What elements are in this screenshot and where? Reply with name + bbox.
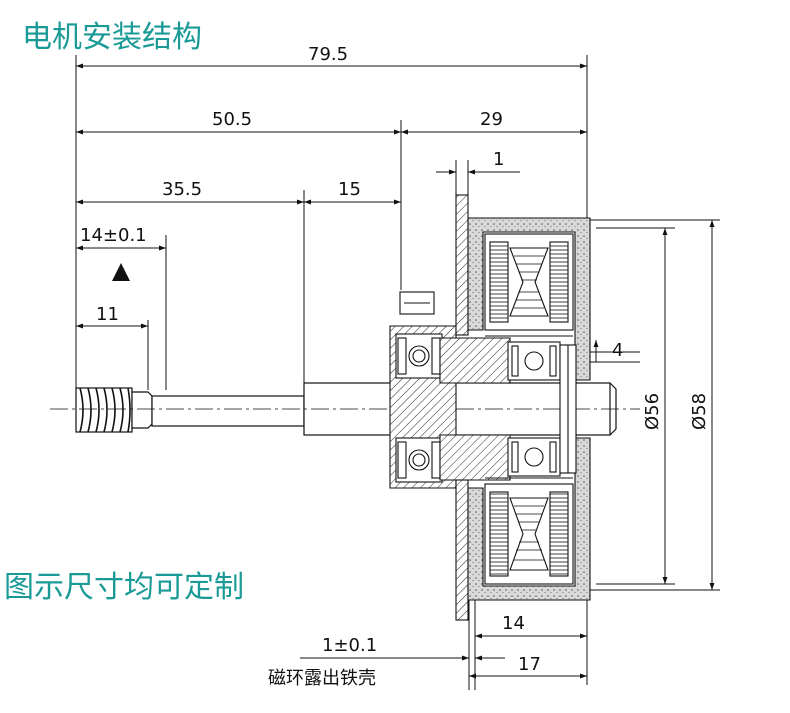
dim-11: 11 <box>96 304 119 325</box>
coil-right-bottom <box>549 491 569 577</box>
dim-overall: 79.5 <box>308 44 348 65</box>
outer-shell <box>467 217 591 601</box>
dim-17: 17 <box>518 654 541 675</box>
datum-triangle-icon <box>112 263 130 281</box>
stator-bottom <box>484 477 574 585</box>
dim-35-5: 35.5 <box>162 179 202 200</box>
dia-56: Ø56 <box>642 393 663 430</box>
coil-right-top <box>549 241 569 323</box>
dim-50-5: 50.5 <box>212 109 252 130</box>
dim-4: 4 <box>612 340 623 361</box>
heading-top: 电机安装结构 <box>22 20 202 55</box>
dim-29: 29 <box>480 109 503 130</box>
dim-14-bottom: 14 <box>502 613 525 634</box>
dim-1-tolerance: 1±0.1 <box>322 635 377 656</box>
dim-1-top: 1 <box>493 149 504 170</box>
rotor-hub <box>439 337 561 481</box>
callout-magnet-ring-note: 磁环露出铁壳 <box>268 668 376 689</box>
coil-left-bottom <box>489 491 509 577</box>
stator-top <box>484 233 574 337</box>
dim-14-tolerance: 14±0.1 <box>80 225 147 246</box>
dia-58: Ø58 <box>689 393 710 430</box>
coil-left-top <box>489 241 509 323</box>
end-cap <box>559 344 577 474</box>
dim-15: 15 <box>338 179 361 200</box>
heading-customizable: 图示尺寸均可定制 <box>4 570 244 605</box>
